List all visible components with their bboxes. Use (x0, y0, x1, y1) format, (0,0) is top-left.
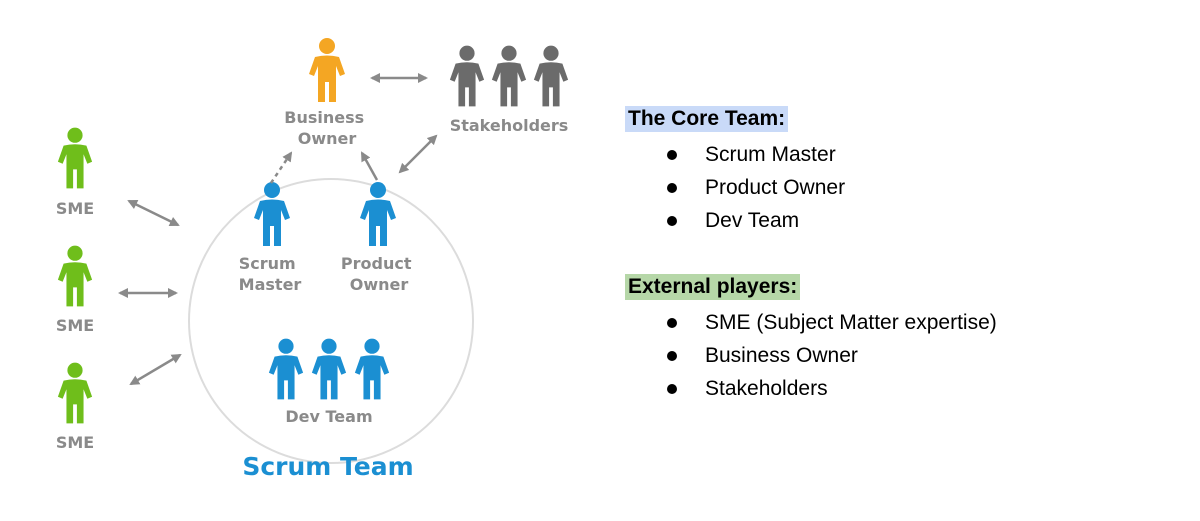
list-item-label: Dev Team (705, 209, 800, 232)
bullet-icon (667, 351, 677, 361)
svg-text:Business Owner: Business Owner (284, 108, 369, 148)
scrum-master-figure-icon (254, 182, 290, 246)
dev-team-label: Dev Team (285, 407, 372, 426)
list-item: Stakeholders (625, 372, 997, 405)
business-owner-label-line-1: Business (284, 108, 364, 127)
list-item: Business Owner (625, 339, 997, 372)
svg-text:Product Owner: Product Owner (341, 254, 417, 294)
sme-label: SME (56, 433, 94, 452)
list-item: Dev Team (625, 204, 845, 237)
list-item-label: Stakeholders (705, 377, 828, 400)
bullet-icon (667, 318, 677, 328)
stakeholder-figure-icon (491, 45, 527, 107)
sme-figure-icon (57, 245, 93, 307)
core-team-title: The Core Team: (625, 106, 789, 132)
list-item-label: SME (Subject Matter expertise) (705, 311, 997, 334)
dev-team-figure-icon (354, 338, 390, 400)
svg-text:Scrum Master: Scrum Master (239, 254, 302, 294)
stakeholders-label: Stakeholders (450, 116, 569, 135)
stakeholder-figure-icon (533, 45, 569, 107)
sme-figure-icon (57, 127, 93, 189)
list-item: Product Owner (625, 171, 845, 204)
scrum-team-circle (188, 178, 474, 464)
sme-team-arrow-top (127, 199, 180, 227)
list-item-label: Business Owner (705, 344, 858, 367)
bullet-icon (667, 183, 677, 193)
sme-figure-icon (57, 362, 93, 424)
bullet-icon (667, 150, 677, 160)
business-owner-label-line-2: Owner (298, 129, 357, 148)
business-owner-figure-icon (309, 38, 345, 102)
product-owner-label-line-1: Product (341, 254, 412, 273)
scrum-master-label-line-2: Master (239, 275, 302, 294)
bullet-icon (667, 384, 677, 394)
sme-label: SME (56, 199, 94, 218)
list-item-label: Scrum Master (705, 143, 836, 166)
product-owner-stakeholders-arrow (398, 134, 438, 174)
scrum-master-label-line-1: Scrum (239, 254, 296, 273)
list-item: Scrum Master (625, 138, 845, 171)
scrum-master-business-owner-arrow (269, 151, 293, 184)
dev-team-figure-icon (311, 338, 347, 400)
product-owner-label-line-2: Owner (350, 275, 409, 294)
core-team-list: Scrum Master Product Owner Dev Team (625, 138, 845, 237)
product-owner-business-owner-arrow (360, 151, 379, 181)
dev-team-figure-icon (268, 338, 304, 400)
sme-label: SME (56, 316, 94, 335)
list-item: SME (Subject Matter expertise) (625, 306, 997, 339)
external-players-section: External players: SME (Subject Matter ex… (625, 274, 997, 405)
external-players-list: SME (Subject Matter expertise) Business … (625, 306, 997, 405)
core-team-section: The Core Team: Scrum Master Product Owne… (625, 106, 845, 237)
scrum-team-diagram: Business Owner Stakeholders Scrum Master… (56, 38, 569, 481)
scrum-team-title: Scrum Team (242, 452, 413, 481)
external-players-title: External players: (625, 274, 801, 300)
stakeholder-figure-icon (449, 45, 485, 107)
bullet-icon (667, 216, 677, 226)
list-item-label: Product Owner (705, 176, 846, 199)
sme-team-arrow-bottom (129, 353, 182, 386)
